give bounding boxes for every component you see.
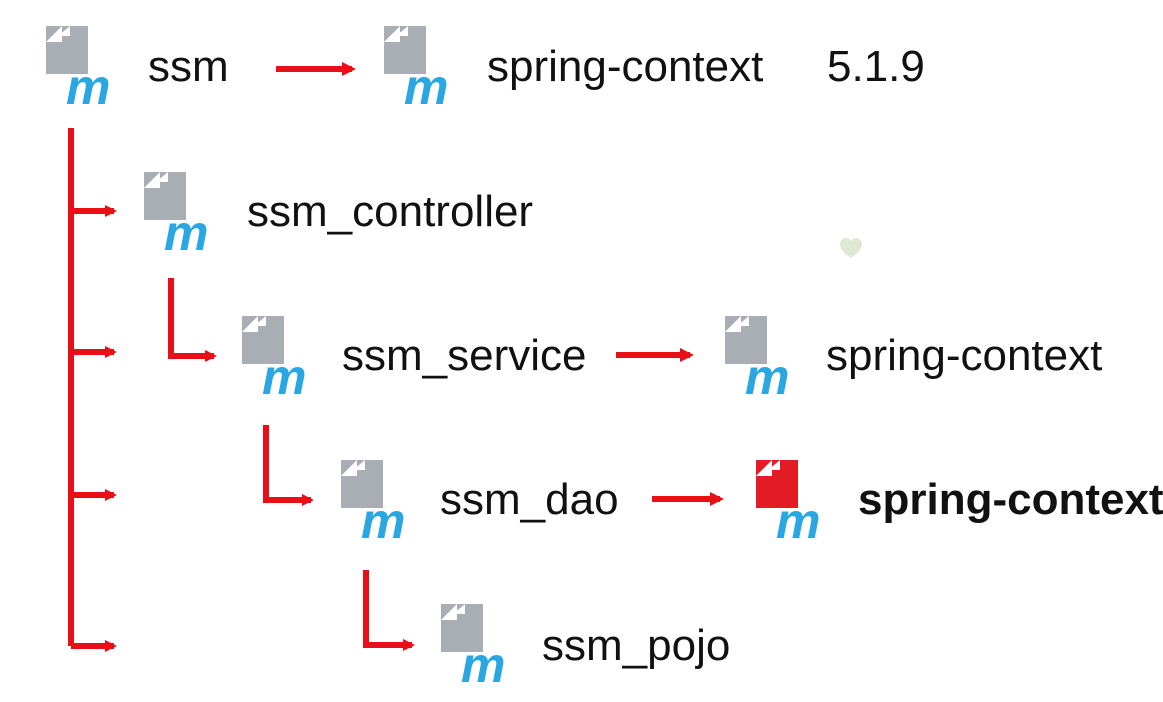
node-ssm-pojo-label: ssm_pojo	[542, 621, 731, 670]
svg-text:m: m	[776, 493, 820, 546]
arrow-controller-to-service	[168, 278, 217, 362]
svg-text:m: m	[461, 637, 505, 690]
svg-text:m: m	[745, 349, 789, 402]
node-ssm-controller-label: ssm_controller	[247, 187, 534, 236]
maven-icon: m	[323, 454, 415, 546]
svg-text:m: m	[262, 349, 306, 402]
node-spring-context-top-label: spring-context	[487, 42, 764, 91]
maven-icon: m	[423, 598, 515, 690]
maven-icon: m	[28, 20, 120, 112]
maven-icon: m	[707, 310, 799, 402]
svg-text:m: m	[164, 205, 208, 258]
node-ssm-label: ssm	[148, 42, 229, 91]
maven-icon: m	[224, 310, 316, 402]
arrow-dao-to-pojo	[363, 570, 415, 651]
maven-icon: m	[366, 20, 458, 112]
node-spring-context-service-label: spring-context	[826, 331, 1103, 380]
heart-icon	[838, 236, 864, 260]
maven-icon-highlighted: m	[738, 454, 830, 546]
svg-text:m: m	[361, 493, 405, 546]
maven-icon: m	[126, 166, 218, 258]
arrow-service-to-dao	[263, 425, 314, 506]
svg-text:m: m	[66, 59, 110, 112]
node-ssm-service-label: ssm_service	[342, 331, 587, 380]
node-ssm-dao-label: ssm_dao	[440, 475, 619, 524]
svg-text:m: m	[404, 59, 448, 112]
spring-context-version: 5.1.9	[827, 42, 925, 91]
node-spring-context-dao-label: spring-context	[858, 475, 1163, 524]
